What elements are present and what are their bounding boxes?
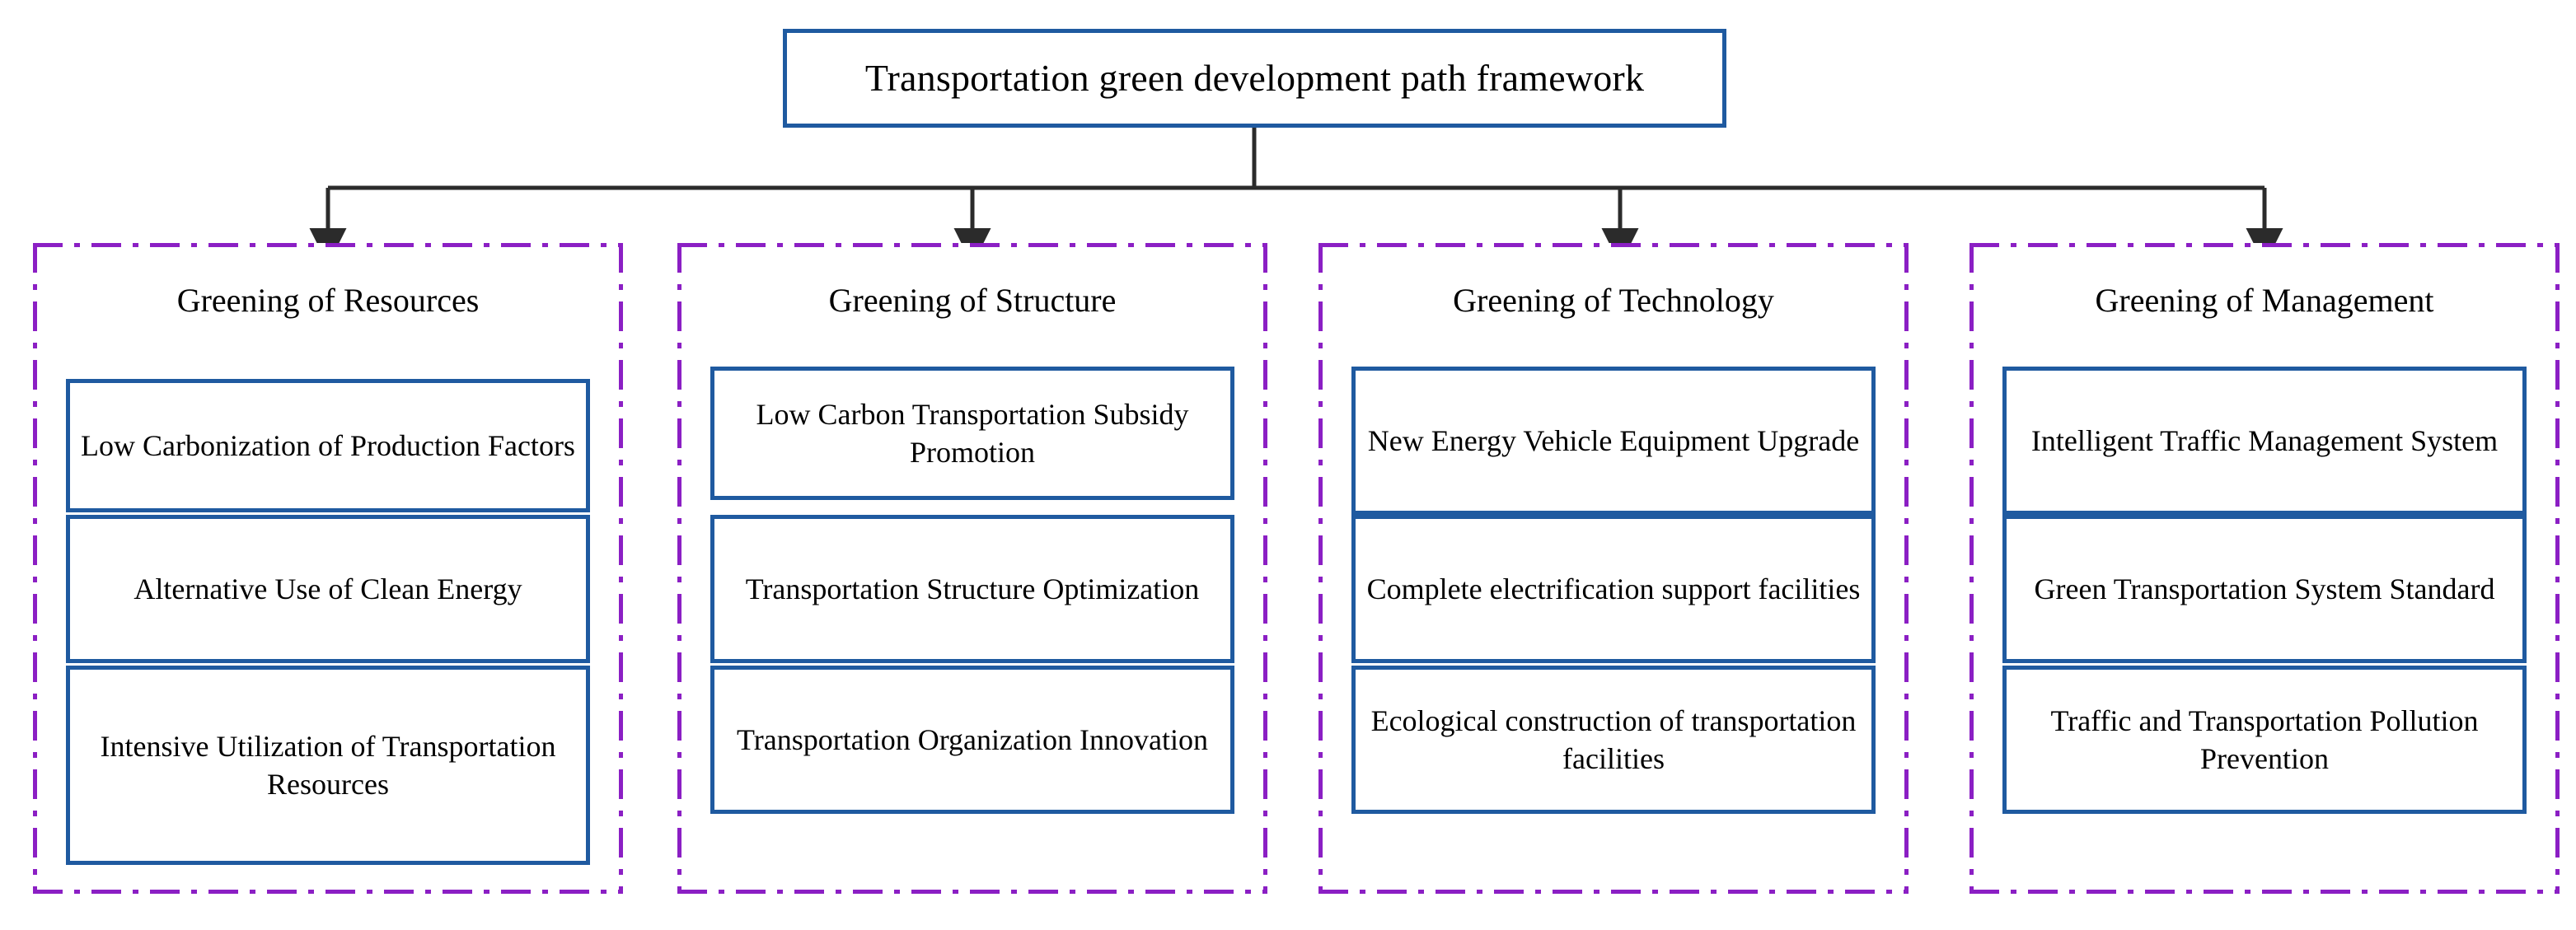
category-panel-title: Greening of Resources xyxy=(176,282,480,319)
root-node-transportation-framework: Transportation green development path fr… xyxy=(783,29,1726,128)
category-item: Intelligent Traffic Management System xyxy=(2002,367,2527,515)
root-node-label: Transportation green development path fr… xyxy=(864,57,1645,100)
category-panels: Greening of Resources Low Carbonization … xyxy=(0,243,2576,898)
category-item: New Energy Vehicle Equipment Upgrade xyxy=(1351,367,1876,515)
category-item-label: Intelligent Traffic Management System xyxy=(2030,423,2499,457)
category-item: Transportation Organization Innovation xyxy=(710,666,1234,814)
category-item: Green Transportation System Standard xyxy=(2002,515,2527,663)
category-panel-management: Greening of Management Intelligent Traff… xyxy=(1969,243,2560,894)
category-item-label: Traffic and Transportation Pollution Pre… xyxy=(2050,703,2479,775)
category-item: Traffic and Transportation Pollution Pre… xyxy=(2002,666,2527,814)
category-item: Ecological construction of transportatio… xyxy=(1351,666,1876,814)
category-item: Intensive Utilization of Transportation … xyxy=(66,666,590,865)
category-item-label: Transportation Structure Optimization xyxy=(745,572,1200,605)
category-item: Alternative Use of Clean Energy xyxy=(66,515,590,663)
category-item-label: Ecological construction of transportatio… xyxy=(1370,703,1857,775)
category-item: Low Carbon Transportation Subsidy Promot… xyxy=(710,367,1234,500)
category-panel-title: Greening of Structure xyxy=(828,282,1117,319)
category-item: Complete electrification support facilit… xyxy=(1351,515,1876,663)
category-item: Transportation Structure Optimization xyxy=(710,515,1234,663)
category-item: Low Carbonization of Production Factors xyxy=(66,379,590,512)
category-item-label: Green Transportation System Standard xyxy=(2034,572,2495,605)
category-item-label: Transportation Organization Innovation xyxy=(737,722,1208,756)
category-item-label: Alternative Use of Clean Energy xyxy=(133,572,522,605)
category-item-label: New Energy Vehicle Equipment Upgrade xyxy=(1367,423,1860,457)
category-panel-technology: Greening of Technology New Energy Vehicl… xyxy=(1318,243,1909,894)
category-panel-title: Greening of Management xyxy=(2095,282,2434,319)
category-panel-structure: Greening of Structure Low Carbon Transpo… xyxy=(677,243,1267,894)
category-panel-resources: Greening of Resources Low Carbonization … xyxy=(33,243,623,894)
category-item-label: Low Carbon Transportation Subsidy Promot… xyxy=(756,397,1189,469)
category-item-label: Low Carbonization of Production Factors xyxy=(81,428,575,462)
category-panel-title: Greening of Technology xyxy=(1453,282,1774,319)
category-item-label: Complete electrification support facilit… xyxy=(1366,572,1861,605)
category-item-label: Intensive Utilization of Transportation … xyxy=(100,729,556,801)
